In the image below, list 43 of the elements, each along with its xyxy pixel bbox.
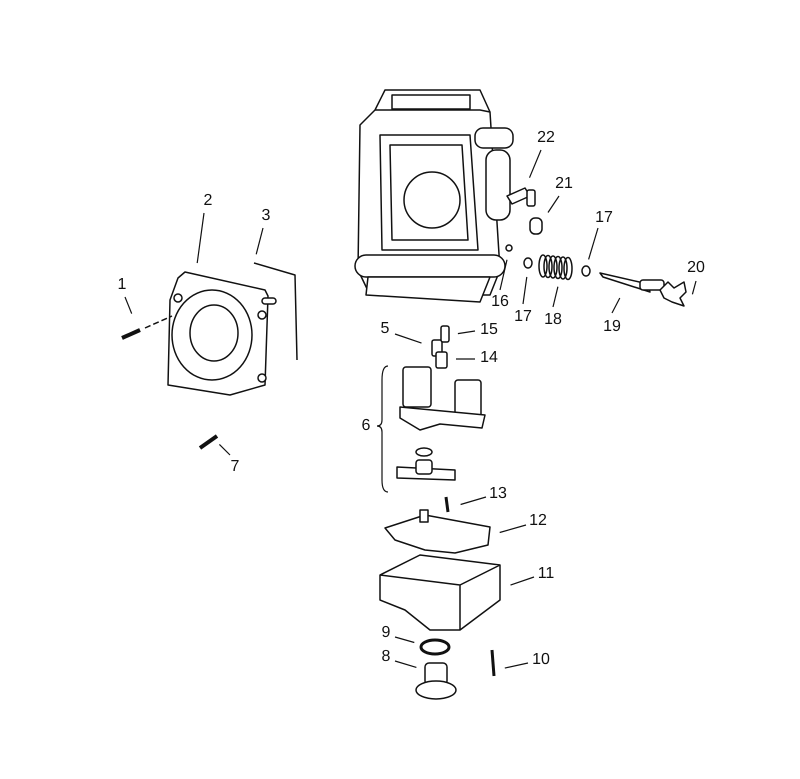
leader-line	[394, 660, 417, 668]
leader-line	[458, 330, 476, 334]
leader-line	[456, 358, 475, 360]
leader-line	[510, 576, 534, 586]
callout-number: 17	[595, 209, 613, 227]
callout-number: 3	[262, 207, 270, 225]
callout-number: 20	[687, 259, 705, 277]
callout-number: 18	[544, 311, 562, 329]
callout-number: 10	[532, 651, 550, 669]
callout-number: 14	[480, 349, 498, 367]
leader-line	[522, 276, 528, 304]
leader-line	[504, 662, 528, 669]
leader-line	[499, 260, 508, 290]
callout-number: 17	[514, 308, 532, 326]
callout-number: 21	[555, 175, 573, 193]
leader-line	[394, 333, 422, 344]
leader-line	[124, 296, 132, 314]
callout-number: 5	[380, 320, 390, 338]
leader-line	[218, 444, 230, 456]
callout-number: 11	[538, 565, 554, 583]
callout-number: 22	[537, 129, 555, 147]
callout-number: 2	[204, 192, 212, 210]
callout-number: 15	[480, 321, 498, 339]
callout-number: 12	[529, 512, 547, 530]
leader-line	[611, 298, 620, 314]
callout-number: 8	[382, 648, 390, 666]
callout-number: 7	[230, 458, 240, 476]
leader-line	[500, 524, 526, 534]
callout-number: 9	[382, 624, 390, 642]
leader-line	[548, 196, 560, 213]
callout-number: 13	[489, 485, 507, 503]
leader-line	[196, 212, 205, 264]
callout-number: 1	[118, 276, 126, 294]
callout-number: 19	[603, 318, 621, 336]
leader-line	[588, 228, 599, 260]
leader-line	[460, 496, 486, 506]
leader-line	[692, 280, 697, 294]
leader-line	[394, 636, 414, 644]
leader-line	[256, 228, 264, 254]
leader-line	[528, 150, 542, 178]
leader-line	[552, 286, 558, 308]
callout-number: 16	[491, 293, 509, 311]
callout-number: 6	[362, 417, 370, 435]
